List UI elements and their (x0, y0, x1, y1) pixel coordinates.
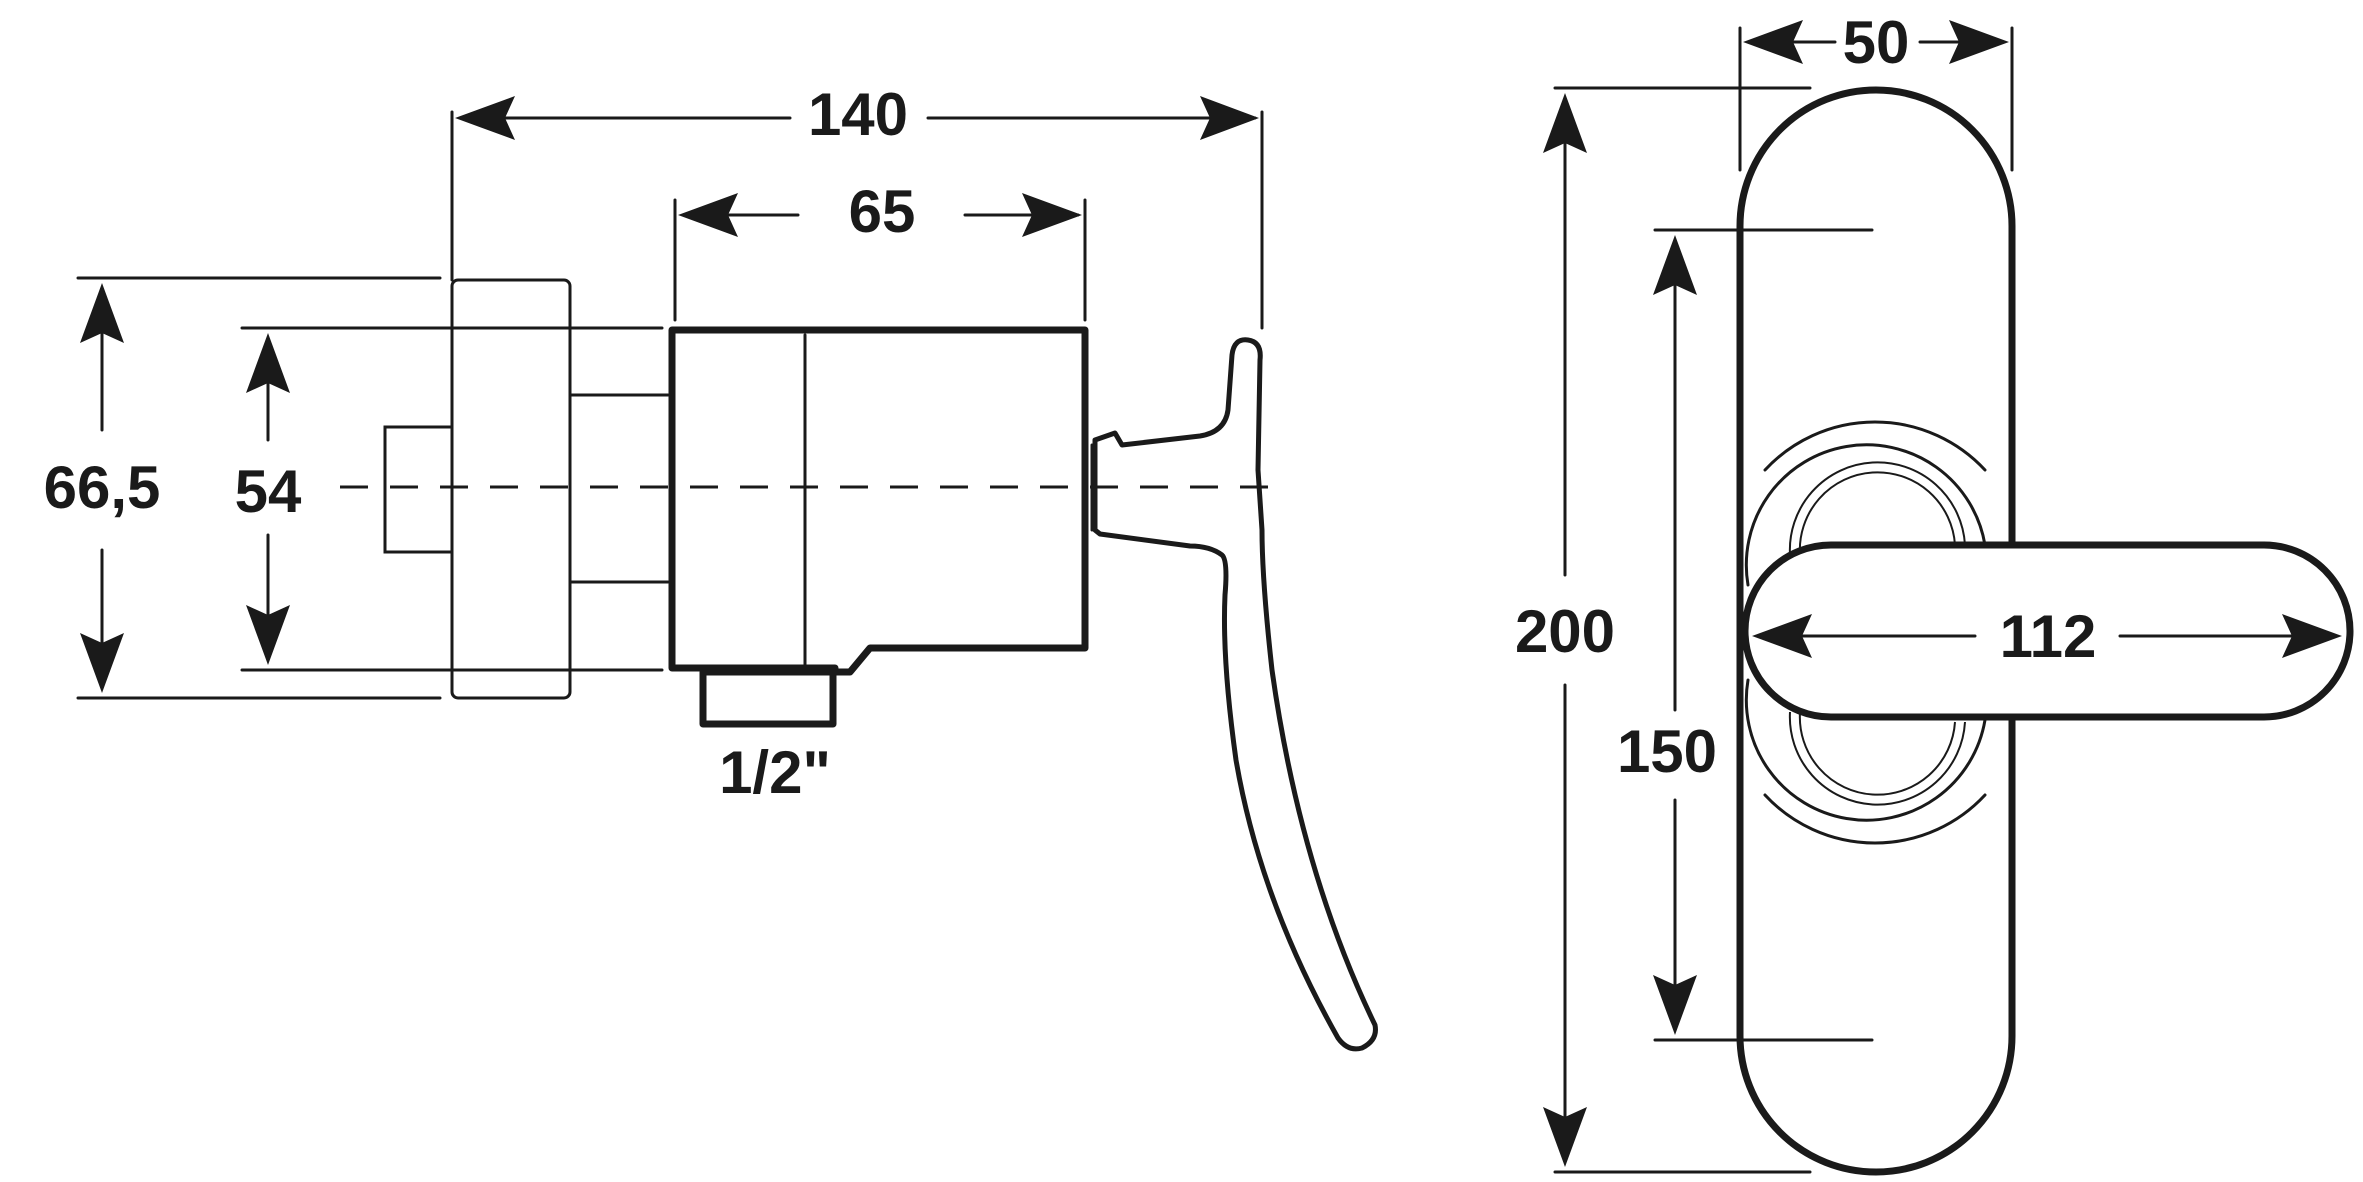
connection-size-label: 1/2" (719, 739, 831, 806)
dim-body-height: 54 (235, 326, 664, 672)
rosette (1744, 420, 1987, 845)
dim-plate-height: 200 (1515, 86, 1812, 1174)
dim-label-50: 50 (1843, 9, 1910, 76)
dim-label-54: 54 (235, 458, 302, 525)
dim-label-140: 140 (808, 81, 908, 148)
dim-label-200: 200 (1515, 598, 1615, 665)
dim-label-66-5: 66,5 (44, 454, 161, 521)
dim-body-length: 65 (673, 178, 1087, 322)
lever-front (1741, 541, 2354, 721)
dim-label-112: 112 (2000, 603, 2097, 670)
dim-label-150: 150 (1617, 718, 1717, 785)
dim-label-65: 65 (849, 178, 916, 245)
side-view: 140 65 66,5 (44, 81, 1378, 1052)
valve-body (668, 326, 1089, 728)
dim-lever-length: 112 (1752, 603, 2342, 670)
dim-overall-length: 140 (450, 81, 1264, 330)
front-view: 50 200 150 112 (1515, 9, 2354, 1176)
dim-plate-width: 50 (1738, 9, 2014, 172)
wall-flange (383, 278, 670, 700)
lever-handle (1090, 337, 1378, 1052)
dim-flange-height: 66,5 (44, 276, 442, 700)
dim-screw-spacing: 150 (1617, 235, 1717, 1035)
pipe-connection (699, 668, 837, 728)
